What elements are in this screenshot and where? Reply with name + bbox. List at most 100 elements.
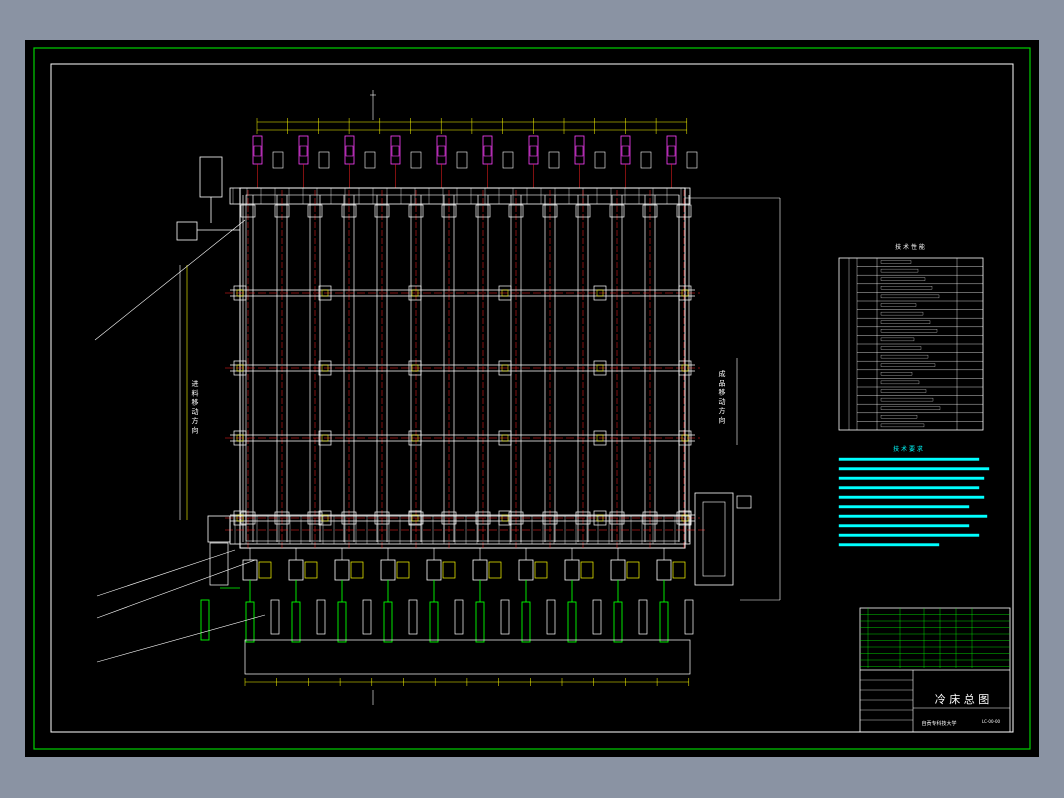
top-drive-cylinder-core [621,145,630,157]
base-frame [244,639,691,675]
cad-drawing: 进 料 移 动 方 向成 品 移 动 方 向 技 术 要 求 冷 床 总 图 自… [33,47,1031,750]
track-support-pin [236,514,244,522]
spec-table-cell-text [880,286,933,290]
track-support-block [233,360,247,376]
track-support-block [678,360,692,376]
track-support-pin [411,289,419,297]
spec-table-cell-text [880,397,934,402]
hydraulic-valve [546,599,556,635]
spec-table-cell-text [880,389,927,393]
track-support-pin [681,364,689,372]
part-leader-4 [94,219,246,341]
track-support-pin [596,434,604,442]
spec-table-cell-text [880,268,919,273]
drawing-title: 冷 床 总 图 [935,692,990,706]
track-support-pin [596,514,604,522]
track-support-block [593,285,607,301]
track-support-block [498,430,512,446]
track-support-block [408,360,422,376]
top-drive-cylinder [390,135,401,165]
top-drive-bracket [548,151,560,169]
spec-table-cell-text [880,303,917,307]
drawing-frame [50,63,1014,733]
hydraulic-valve [592,599,602,635]
track-support-pin [596,364,604,372]
beam-top-bearing [374,204,390,218]
top-drive-cylinder-core [437,145,446,157]
track-support-block [593,430,607,446]
lower-gearbox-flange [258,561,272,579]
lower-gearbox-flange [350,561,364,579]
tech-requirement-line [838,514,988,518]
lower-gearbox-flange [626,561,640,579]
lower-gearbox [518,559,534,581]
right-motor-housing [694,492,734,586]
track-support-pin [681,514,689,522]
beam-top-bearing [609,204,625,218]
top-motor-housing [199,156,223,198]
tech-req-title: 技 术 要 求 [893,445,923,453]
tech-requirement-line [838,457,980,461]
track-support-pin [501,364,509,372]
hydraulic-valve [638,599,648,635]
beam-top-bearing [575,204,591,218]
beam-top-bearing [307,204,323,218]
top-drive-cylinder [620,135,631,165]
top-drive-cylinder-core [483,145,492,157]
track-support-pin [411,434,419,442]
track-support-block [678,510,692,526]
spec-table-cell-text [880,380,920,385]
spec-table-cell-text [880,294,940,299]
hydraulic-cylinder [659,601,669,643]
top-drive-bracket [318,151,330,169]
beam-top-bearing [240,204,256,218]
top-drive-cylinder [436,135,447,165]
lower-gearbox [426,559,442,581]
track-support-block [318,430,332,446]
top-drive-cylinder-core [529,145,538,157]
track-support-pin [321,434,329,442]
track-support-pin [411,514,419,522]
top-drive-cylinder [344,135,355,165]
top-drive-cylinder [666,135,677,165]
drawing-sheet: 进 料 移 动 方 向成 品 移 动 方 向 技 术 要 求 冷 床 总 图 自… [25,40,1039,757]
track-support-pin [501,434,509,442]
lower-gearbox [242,559,258,581]
hydraulic-cylinder [429,601,439,643]
beam-top-bearing [642,204,658,218]
lower-gearbox [564,559,580,581]
tech-requirement-line [838,524,970,528]
hydraulic-valve [500,599,510,635]
lower-gearbox [334,559,350,581]
top-drive-cylinder-core [391,145,400,157]
hydraulic-cylinder [475,601,485,643]
track-support-pin [236,364,244,372]
track-support-pin [236,289,244,297]
lower-gearbox-flange [488,561,502,579]
track-support-block [593,360,607,376]
track-support-block [233,285,247,301]
spec-table-cell-text [880,337,915,342]
hydraulic-valve [684,599,694,635]
spec-table-cell-text [880,354,929,359]
spec-table-cell-text [880,277,926,281]
top-drive-cylinder-core [345,145,354,157]
hydraulic-cylinder [383,601,393,643]
tech-requirement-line [838,486,980,490]
track-support-block [678,285,692,301]
tech-requirement-line [838,495,985,499]
beam-top-bearing [341,204,357,218]
right-motor-inner [702,501,726,577]
track-support-pin [411,364,419,372]
top-drive-bracket [456,151,468,169]
top-drive-cylinder-core [299,145,308,157]
beam-top-bearing [441,204,457,218]
right-vertical-label: 成 品 移 动 方 向 [718,369,726,423]
lower-gearbox [288,559,304,581]
track-support-pin [681,289,689,297]
hydraulic-cylinder [337,601,347,643]
spec-table-cell-text [880,320,931,324]
beam-top-bearing [508,204,524,218]
top-drive-cylinder [252,135,263,165]
track-support-pin [321,514,329,522]
